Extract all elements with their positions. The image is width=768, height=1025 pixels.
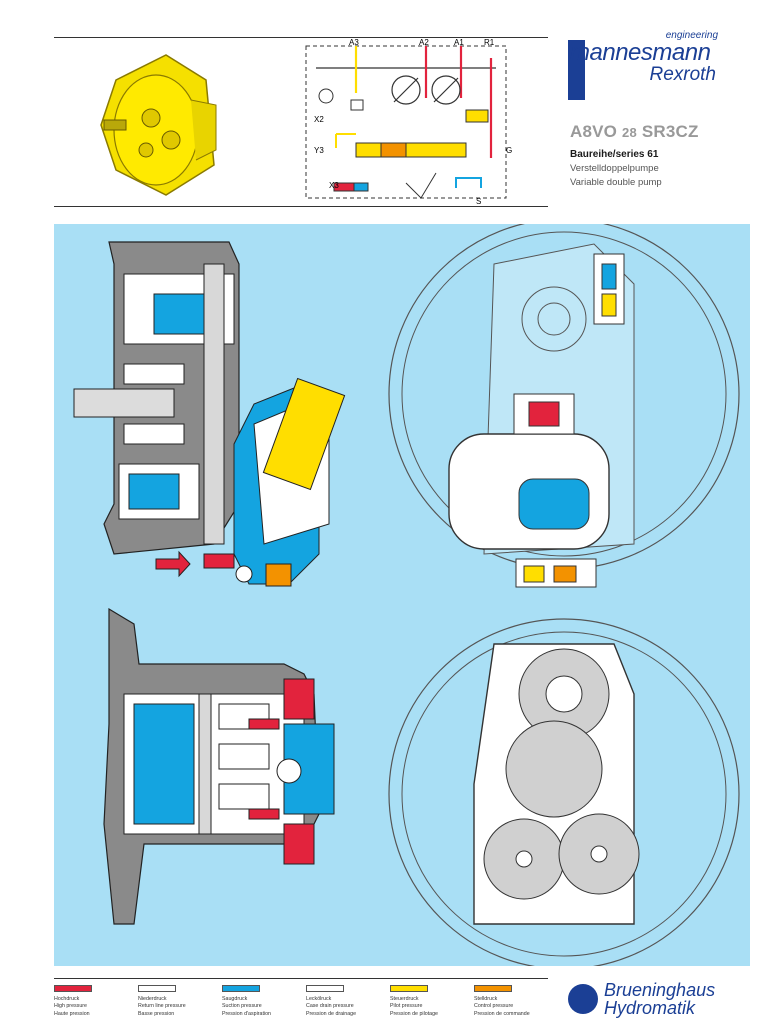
label-x2: X2 (314, 115, 324, 124)
logo-rexroth: Rexroth (649, 64, 716, 85)
label-g: G (506, 146, 512, 155)
bh-name-line2: Hydromatik (604, 998, 696, 1018)
upper-front-view (388, 224, 740, 588)
bh-name-line1: Brueninghaus (604, 980, 716, 1000)
label-s: S (476, 197, 481, 206)
legend-text-de: Saugdruck (222, 996, 248, 1002)
legend-text-fr: Haute pression (54, 1010, 90, 1017)
sectional-drawings (73, 224, 740, 966)
legend-text-de: Steuerdruck (390, 996, 419, 1002)
brueninghaus-logo: Brueninghaus Hydromatik (568, 978, 748, 1022)
lower-section-view (103, 607, 335, 925)
legend-swatch (390, 985, 428, 992)
lower-front-view (388, 618, 740, 966)
mannesmann-logo: engineering mannesmann Rexroth (568, 30, 718, 110)
model-suffix: SR3CZ (641, 122, 699, 141)
label-a1: A1 (454, 38, 464, 47)
model-title: A8VO 28 SR3CZ (570, 122, 699, 142)
legend-text-fr: Basse pression (138, 1010, 175, 1017)
sectional-drawing-panel (54, 224, 750, 966)
label-x3: X3 (329, 181, 339, 190)
series-label: Baureihe/series 61 (570, 149, 659, 160)
legend-swatch (54, 985, 92, 992)
legend-text-en: Case drain pressure (306, 1003, 354, 1010)
legend-text-de: Leckölruck (306, 996, 332, 1002)
footer-rule (54, 978, 548, 979)
logo-square (568, 40, 585, 100)
legend-text-de: Hochdruck (54, 996, 80, 1002)
legend-text-en: Suction pressure (222, 1003, 262, 1010)
legend-text-en: Return line pressure (138, 1003, 186, 1010)
logo-name: mannesmann (570, 39, 711, 66)
legend-text-de: Stelldruck (474, 996, 498, 1002)
hydraulic-schematic: A3 A2 A1 R1 X2 Y3 X3 G S (305, 38, 512, 206)
legend-text-fr: Pression de commande (474, 1010, 530, 1017)
legend-text-en: Control pressure (474, 1003, 514, 1010)
legend-text-fr: Pression de drainage (306, 1010, 357, 1017)
top-rule (54, 37, 548, 38)
legend-swatch (222, 985, 260, 992)
legend-text-en: Pilot pressure (390, 1003, 423, 1010)
legend-text-fr: Pression de pilotage (390, 1010, 438, 1017)
upper-section-view (73, 241, 346, 587)
pump-photo (100, 54, 217, 196)
legend-swatch (138, 985, 176, 992)
label-a3: A3 (349, 38, 359, 47)
legend-text-en: High pressure (54, 1003, 87, 1010)
label-a2: A2 (419, 38, 429, 47)
legend-text-de: Niederdruck (138, 996, 167, 1002)
model-size: 28 (622, 125, 637, 140)
description-en: Variable double pump (570, 177, 662, 188)
label-r1: R1 (484, 38, 495, 47)
label-y3: Y3 (314, 146, 324, 155)
bh-emblem-icon (568, 984, 598, 1014)
legend-swatch (474, 985, 512, 992)
legend-text-fr: Pression d'aspiration (222, 1010, 272, 1017)
description-de: Verstelldoppelpumpe (570, 163, 659, 174)
model-prefix: A8VO (570, 122, 618, 141)
header-bottom-rule (54, 206, 548, 207)
logo-engineering: engineering (665, 30, 718, 41)
legend-swatch (306, 985, 344, 992)
